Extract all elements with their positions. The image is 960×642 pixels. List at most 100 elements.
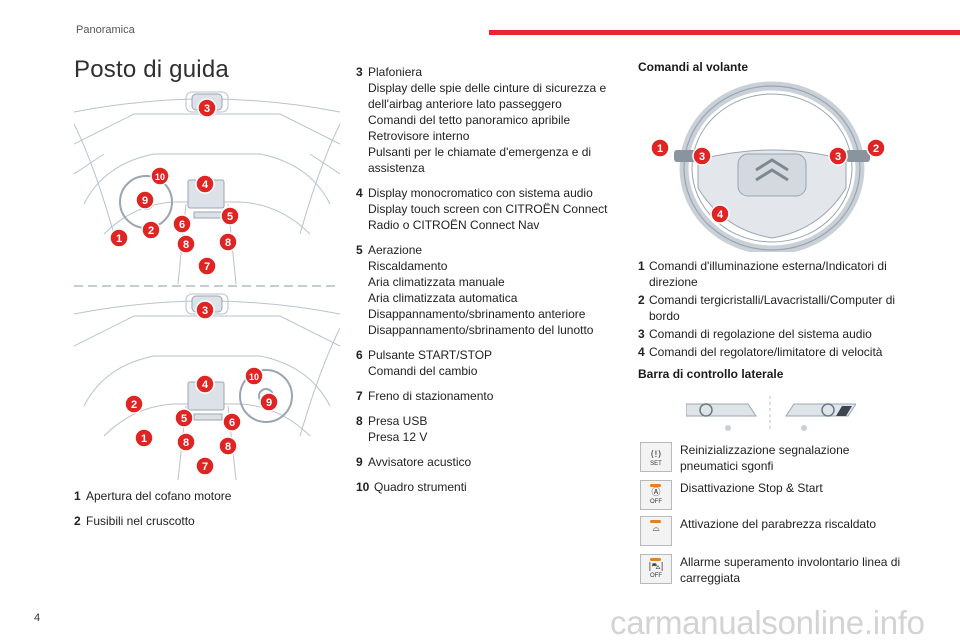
svg-text:4: 4 (202, 379, 209, 391)
icon-sublabel: OFF (650, 499, 662, 505)
legend-number: 2 (74, 514, 81, 528)
svg-text:4: 4 (202, 179, 209, 191)
legend-text: Quadro strumenti (374, 480, 467, 494)
page-number: 4 (34, 612, 41, 624)
heated-windscreen-icon[interactable]: ⌓ (640, 516, 672, 546)
icon-sublabel: SET (650, 461, 662, 467)
indicator-led (650, 484, 661, 487)
legend-number: 9 (356, 455, 363, 469)
legend-text: Comandi del cambio (368, 364, 478, 378)
svg-text:1: 1 (141, 433, 147, 445)
legend-text: Retrovisore interno (368, 129, 470, 143)
legend-text: Comandi del regolatore/limitatore di vel… (649, 345, 883, 359)
control-description: pneumatici sgonfi (680, 459, 774, 473)
legend-text: Riscaldamento (368, 259, 448, 273)
callout-9: 9 (259, 392, 279, 412)
svg-text:8: 8 (225, 237, 231, 249)
legend-number: 3 (638, 327, 645, 341)
callout-7: 7 (197, 256, 217, 276)
callout-6: 6 (222, 412, 242, 432)
legend-text: Comandi d'illuminazione esterna/Indicato… (649, 259, 887, 289)
callout-8: 8 (176, 432, 196, 452)
side-bar-diagram (686, 396, 856, 432)
svg-text:7: 7 (202, 461, 208, 473)
lane-departure-icon[interactable]: |⛍|OFF (640, 554, 672, 584)
legend-number: 3 (356, 65, 363, 79)
page-title: Posto di guida (74, 56, 229, 83)
legend-item: 4 Display monocromatico con sistema audio… (356, 185, 616, 233)
legend-text: Aria climatizzata manuale (368, 275, 505, 289)
svg-text:1: 1 (657, 143, 663, 155)
legend-item: 9 Avvisatore acustico (356, 454, 616, 470)
callout-4: 4 (195, 174, 215, 194)
callout-3: 3 (828, 146, 848, 166)
svg-text:3: 3 (835, 151, 841, 163)
legend-text: Avvisatore acustico (368, 455, 472, 469)
legend-text: Disappannamento/sbrinamento anteriore (368, 307, 586, 321)
legend-text: dell'airbag anteriore lato passeggero (368, 97, 562, 111)
svg-text:3: 3 (204, 103, 210, 115)
legend-text: Display touch screen con CITROËN Connect (368, 202, 608, 216)
legend-number: 5 (356, 243, 363, 257)
watermark: carmanualsonline.info (610, 604, 925, 641)
callout-8: 8 (218, 436, 238, 456)
callout-1: 1 (134, 428, 154, 448)
callout-8: 8 (218, 232, 238, 252)
legend-number: 1 (638, 259, 645, 273)
legend-item: 2 Fusibili nel cruscotto (74, 513, 334, 529)
callout-9: 9 (135, 190, 155, 210)
callout-2: 2 (141, 220, 161, 240)
section-header: Panoramica (76, 24, 135, 36)
legend-item: 1 Comandi d'illuminazione esterna/Indicat… (638, 258, 900, 290)
callout-4: 4 (710, 204, 730, 224)
legend-text: Fusibili nel cruscotto (86, 514, 195, 528)
legend-number: 4 (638, 345, 645, 359)
callout-5: 5 (220, 206, 240, 226)
callout-3: 3 (195, 300, 215, 320)
legend-number: 2 (638, 293, 645, 307)
indicator-led (650, 558, 661, 561)
callout-7: 7 (195, 456, 215, 476)
legend-text: Radio o CITROËN Connect Nav (368, 218, 540, 232)
legend-text: Display monocromatico con sistema audio (368, 186, 593, 200)
legend-number: 10 (356, 480, 370, 494)
side-control-item: ⌓Attivazione del parabrezza riscaldato (640, 516, 910, 546)
callout-8: 8 (176, 234, 196, 254)
steering-legend-list: 1 Comandi d'illuminazione esterna/Indicat… (638, 258, 900, 362)
legend-text: Display delle spie delle cinture di sicu… (368, 81, 607, 95)
side-control-item: |⛍|OFF Allarme superamento involontario l… (640, 554, 910, 586)
control-description: Reinizializzazione segnalazione (680, 443, 850, 457)
legend-text: Presa USB (368, 414, 428, 428)
figure-divider (74, 285, 340, 287)
svg-text:3: 3 (699, 151, 705, 163)
legend-text: Pulsante START/STOP (368, 348, 493, 362)
callout-2: 2 (124, 394, 144, 414)
icon-sublabel: OFF (650, 573, 662, 579)
callout-2: 2 (866, 138, 886, 158)
legend-number: 7 (356, 389, 363, 403)
control-description: Allarme superamento involontario linea d… (680, 555, 901, 569)
legend-number: 1 (74, 489, 81, 503)
side-bar-controls: (!)SET Reinizializzazione segnalazione pne… (640, 442, 910, 586)
legend-text: Presa 12 V (368, 430, 428, 444)
indicator-led (650, 520, 661, 523)
control-description: carreggiata (680, 571, 741, 585)
svg-text:8: 8 (183, 239, 189, 251)
callout-10: 10 (150, 166, 170, 186)
legend-text: Pulsanti per le chiamate d'emergenza e d… (368, 145, 592, 159)
legend-text: Aria climatizzata automatica (368, 291, 518, 305)
legend-number: 4 (356, 186, 363, 200)
legend-text: Comandi di regolazione del sistema audio (649, 327, 872, 341)
header-accent-bar (489, 30, 960, 35)
tyre-pressure-icon[interactable]: (!)SET (640, 442, 672, 472)
